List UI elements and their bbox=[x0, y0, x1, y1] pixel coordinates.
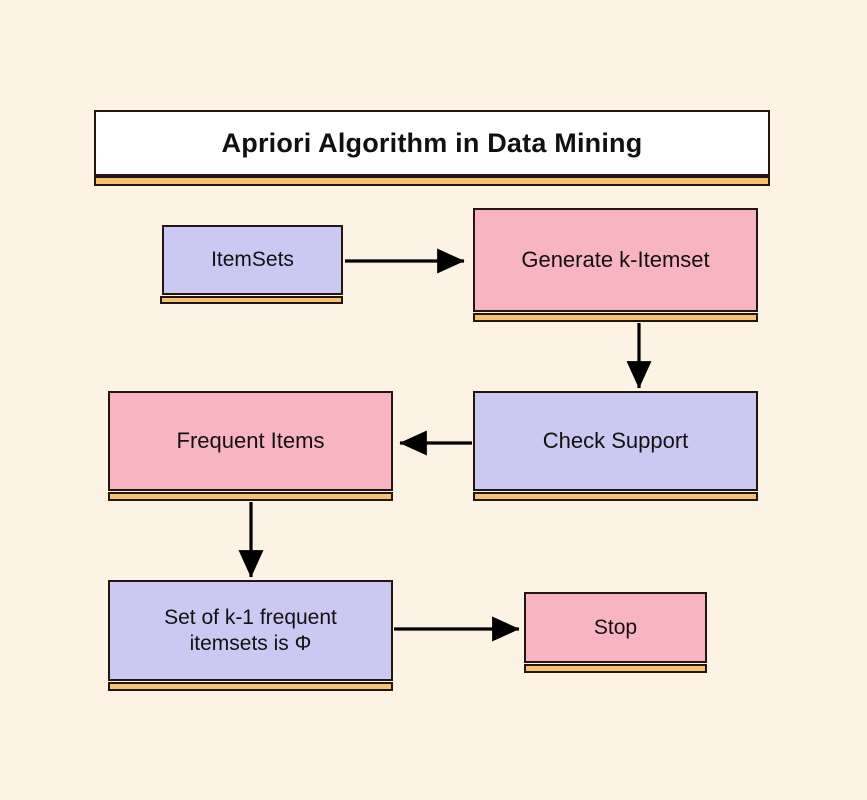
title-shadow-bar bbox=[94, 176, 770, 186]
node-frequent-items-label: Frequent Items bbox=[176, 427, 325, 453]
node-stop[interactable]: Stop bbox=[524, 592, 707, 663]
node-set-k-minus-1-label-line1: Set of k-1 frequent bbox=[164, 605, 337, 629]
set-k-minus-1-shadow-bar bbox=[108, 682, 393, 691]
node-stop-label: Stop bbox=[593, 615, 638, 639]
node-check-support-label: Check Support bbox=[542, 427, 689, 453]
generate-shadow-bar bbox=[473, 313, 758, 322]
stop-shadow-bar bbox=[524, 664, 707, 673]
frequent-items-shadow-bar bbox=[108, 492, 393, 501]
page-title: Apriori Algorithm in Data Mining bbox=[94, 110, 770, 176]
node-set-k-minus-1-frequent-itemsets[interactable]: Set of k-1 frequent itemsets is Φ bbox=[108, 580, 393, 681]
node-generate-k-itemset[interactable]: Generate k-Itemset bbox=[473, 208, 758, 312]
node-check-support[interactable]: Check Support bbox=[473, 391, 758, 491]
node-frequent-items[interactable]: Frequent Items bbox=[108, 391, 393, 491]
page-title-label: Apriori Algorithm in Data Mining bbox=[221, 127, 643, 158]
node-set-k-minus-1-label-line2: itemsets is Φ bbox=[189, 631, 312, 655]
itemsets-shadow-bar bbox=[160, 296, 343, 304]
check-support-shadow-bar bbox=[473, 492, 758, 501]
node-generate-k-itemset-label: Generate k-Itemset bbox=[521, 246, 710, 272]
node-itemsets-label: ItemSets bbox=[211, 248, 294, 272]
node-itemsets[interactable]: ItemSets bbox=[162, 225, 343, 295]
